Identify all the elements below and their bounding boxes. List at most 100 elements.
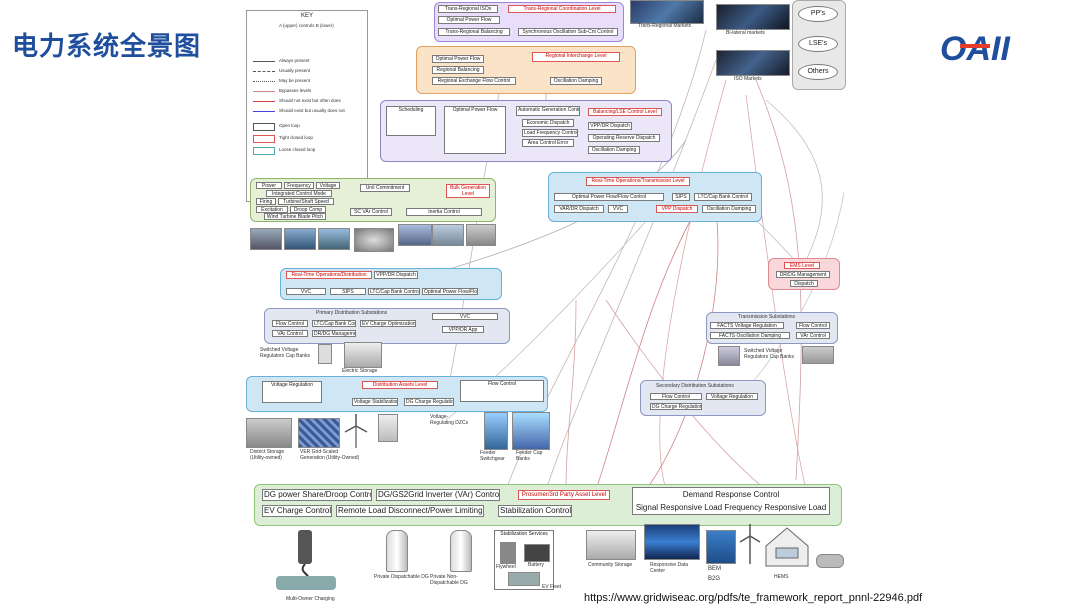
regional-balancing-box: Regional Balancing xyxy=(432,66,484,74)
key-swatch xyxy=(253,135,275,143)
demand-response-panel: Demand Response Control Signal Responsiv… xyxy=(632,487,830,515)
rto-sub-box: SIPS xyxy=(330,288,366,295)
ecosystem-diagram: KEY A (upper) controls B (lower) Always … xyxy=(246,0,846,608)
solar-array-photo xyxy=(298,418,340,448)
responsive-dc-label: Responsive Data Center xyxy=(650,562,689,574)
economic-dispatch-detail: Optimal Power Flow xyxy=(444,106,506,154)
storage-photo xyxy=(466,224,496,246)
voltage-stab-box: Voltage Stabilization xyxy=(352,398,398,406)
ev-charger-icon xyxy=(276,530,336,590)
var-dr-box: VAR/DR Dispatch xyxy=(554,205,604,213)
flow-control-box: Flow Control xyxy=(796,322,830,329)
key-line xyxy=(253,71,275,72)
economic-dispatch-box: Economic Dispatch xyxy=(522,119,574,127)
voltage-regulating-label: Voltage-Regulating DZCs xyxy=(430,414,469,426)
slide-title: 电力系统全景图 xyxy=(12,32,202,62)
ver-grid-label: VER Grid-Scaled Generation (Utility-Owne… xyxy=(300,449,360,461)
prosumer-level: Prosumer/3rd Party Asset Level xyxy=(518,490,610,500)
sips-box: SIPS xyxy=(672,193,690,201)
community-storage-label: Community Storage xyxy=(588,562,633,568)
balancing-lse-level: Balancing/LSE Control Level xyxy=(588,108,662,116)
community-storage-photo xyxy=(586,530,636,560)
hems-label: HEMS xyxy=(774,574,789,580)
key-line xyxy=(253,91,275,92)
ev-fleet-photo xyxy=(508,572,540,586)
integrated-control-box: Integrated Control Mode xyxy=(266,190,332,197)
ltc-cap-box: LTC/Cap Bank Control xyxy=(694,193,752,201)
osc-damping-regional-box: Oscillation Damping xyxy=(550,77,602,85)
excitation-box: Excitation xyxy=(256,206,288,213)
flywheel-label: Flywheel xyxy=(496,564,516,570)
synch-oscillation-box: Synchronous Oscillation Sub-Cnt Control xyxy=(518,28,618,36)
trading-floor-photo xyxy=(630,0,704,24)
power-plant-photo xyxy=(250,228,282,250)
bilateral-markets-label: Bi-lateral markets xyxy=(726,30,765,36)
osc-damping-rt-box: Oscillation Damping xyxy=(702,205,756,213)
opf-regional-box: Optimal Power Flow xyxy=(432,55,484,63)
wind-farm-photo xyxy=(318,228,350,250)
source-url[interactable]: https://www.gridwiseac.org/pdfs/te_frame… xyxy=(584,592,923,604)
wind-turbine-box: Wind Turbine Blade Pitch xyxy=(264,213,326,220)
feeder-cap-photo xyxy=(512,412,550,450)
opf-flow-control-box: Optimal Power Flow/Flow Control xyxy=(554,193,664,201)
facts-voltage-box: FACTS Voltage Regulation xyxy=(710,322,784,329)
pd-box: DR/DG Management xyxy=(312,330,356,337)
rto-dist-level: Real-Time Operations/Distribution xyxy=(286,271,372,279)
droop-comp-box: Droop Comp xyxy=(290,206,326,213)
regional-interchange-level: Regional Interchange Level xyxy=(532,52,620,62)
pd-box: LTC/Cap Bank Control xyxy=(312,320,356,327)
dist-assets-level: Distribution Assets Level xyxy=(362,381,438,389)
sd-box: Flow Control xyxy=(650,393,702,400)
key-title: KEY xyxy=(300,13,313,19)
optimal-power-flow-box: Optimal Power Flow xyxy=(438,16,500,24)
key-line xyxy=(253,111,275,112)
private-non-dg-photo xyxy=(450,530,472,572)
rto-sub-box: LTC/Cap Bank Control xyxy=(368,288,420,295)
switched-cap-trans-label: Switched Voltage Regulators Cap Banks xyxy=(744,348,795,360)
voltage-reg-box: Voltage Regulation xyxy=(706,393,758,400)
key-item: Usually present xyxy=(279,68,311,73)
primary-dist-label: Primary Distribution Substations xyxy=(316,310,388,316)
key-item: Should exist but usually does not xyxy=(279,108,345,113)
trans-battery-photo xyxy=(802,346,834,364)
trans-substations-label: Transmission Substations xyxy=(738,314,796,320)
demand-response-label: Demand Response Control xyxy=(682,490,780,499)
regulator-photo xyxy=(318,344,332,364)
flow-control-detail: Flow Control xyxy=(460,380,544,402)
electric-storage-label: Electric Storage xyxy=(342,368,378,374)
others-oval: Others xyxy=(798,64,838,80)
turbine-shaft-box: Turbine/Shaft Speed xyxy=(278,198,334,205)
vpp-dispatch-box: VPP Dispatch xyxy=(656,205,698,213)
unit-commitment-box: Unit Commitment xyxy=(360,184,410,192)
signal-responsive-label: Signal Responsive Load xyxy=(635,503,723,512)
iso-markets-label: ISO Markets xyxy=(734,76,762,82)
dispatch-box: Dispatch xyxy=(790,280,818,287)
scheduling-box: Scheduling xyxy=(386,106,436,136)
home-icon xyxy=(765,527,809,567)
key-item: Tight closed loop xyxy=(279,135,313,140)
trans-storage-photo xyxy=(718,346,740,366)
trans-regional-markets-label: Trans-Regional Markets xyxy=(638,23,692,29)
dg-charge-box: DG Charge Regulation xyxy=(404,398,454,406)
key-item: Always present xyxy=(279,58,310,63)
inertia-control-box: Inertia Control xyxy=(406,208,482,216)
oaii-logo: OAII xyxy=(940,30,1011,68)
hydro-photo xyxy=(284,228,316,250)
bem-b2g-label: BEM B2G xyxy=(708,566,722,582)
trans-regional-balancing-box: Trans-Regional Balancing xyxy=(438,28,510,36)
agc-box: Automatic Generation Control xyxy=(516,106,580,116)
dg-power-share-box: DG power Share/Droop Control xyxy=(262,489,372,501)
dg-inverter-box: DG/GS2Grid Inverter (VAr) Control xyxy=(376,489,500,501)
synchronous-condenser-photo xyxy=(354,228,394,252)
multi-owner-label: Multi-Owner Charging xyxy=(286,596,335,602)
ev-fleet-label: EV Fleet xyxy=(542,584,562,590)
voltage-box: Voltage xyxy=(316,182,340,189)
logo-text: OAII xyxy=(940,30,1011,68)
small-wind-icon xyxy=(739,524,761,564)
key-swatch xyxy=(253,147,275,155)
area-control-error-box: Area Control Error xyxy=(522,139,574,147)
osc-damping-bal-box: Oscillation Damping xyxy=(588,146,640,154)
iso-markets-photo xyxy=(716,50,790,76)
feeder-switchgear-photo xyxy=(484,412,508,450)
ev-charge-opt-box: EV Charge Optimization xyxy=(360,320,416,327)
